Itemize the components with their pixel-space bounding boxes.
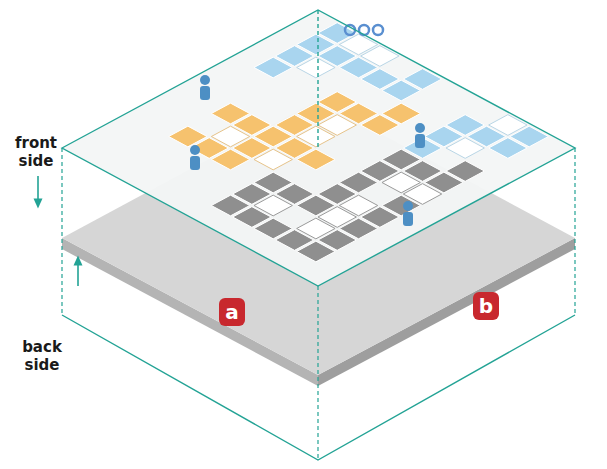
- player-figures: [190, 75, 425, 226]
- score-track: [345, 25, 383, 35]
- callout-letter: a: [219, 298, 245, 326]
- box-edges: [62, 10, 575, 460]
- up-arrow: [77, 260, 79, 286]
- front-board: [62, 10, 575, 286]
- callout-letter: b: [473, 292, 499, 320]
- side-label: back side: [12, 338, 72, 374]
- down-arrow: [37, 176, 39, 204]
- side-label: front side: [6, 134, 66, 170]
